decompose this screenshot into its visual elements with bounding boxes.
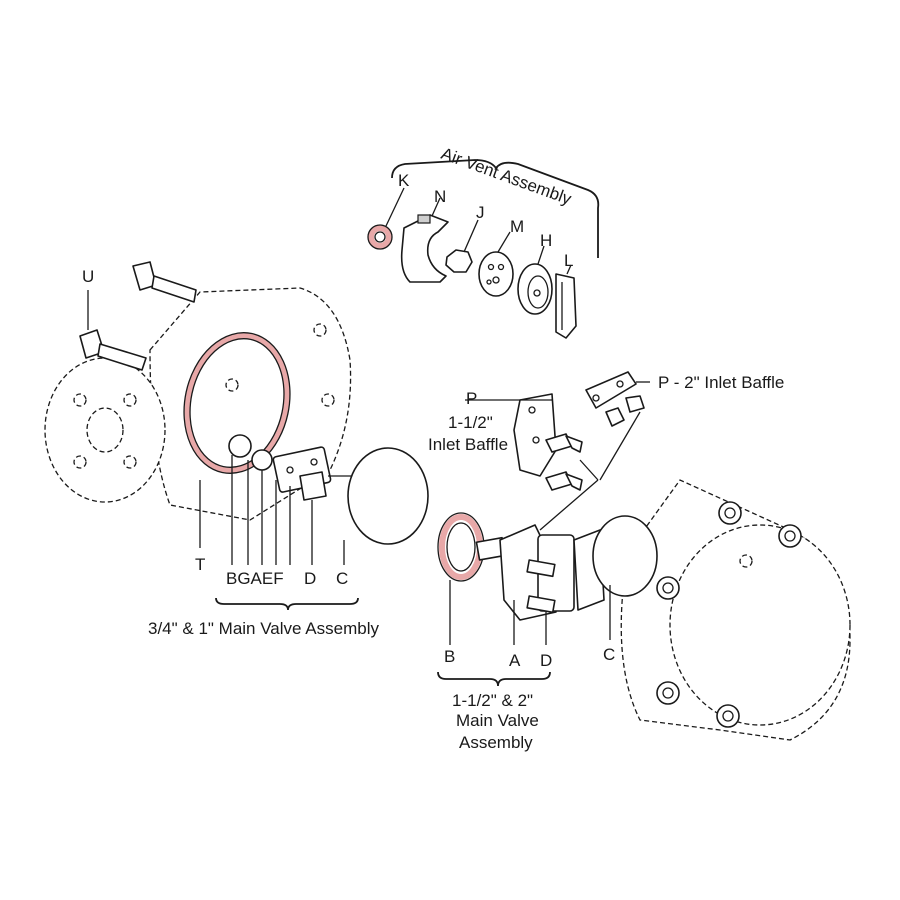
part-N-bracket xyxy=(400,214,449,283)
label-P-2in-inlet-baffle: P - 2" Inlet Baffle xyxy=(658,373,784,392)
right-trap-body xyxy=(620,479,851,741)
large-assembly-brace xyxy=(437,671,551,687)
part-T-gasket xyxy=(184,333,290,473)
air-vent-assembly-title: Air Vent Assembly xyxy=(439,144,575,209)
label-H: H xyxy=(540,231,552,250)
large-assembly-title-line2: Main Valve xyxy=(456,711,539,730)
small-main-valve-assembly xyxy=(215,434,429,611)
label-A-large: A xyxy=(509,651,521,670)
label-U: U xyxy=(82,267,94,286)
inlet-baffle-label-line2: Inlet Baffle xyxy=(428,435,508,454)
label-BGAEF: BGAEF xyxy=(226,569,284,588)
label-C-small: C xyxy=(336,569,348,588)
label-D-large: D xyxy=(540,651,552,670)
inlet-baffle-1-1-2 xyxy=(465,393,599,531)
part-B-gasket-large xyxy=(439,514,483,580)
part-C-float-small xyxy=(347,447,429,545)
label-C-large: C xyxy=(603,645,615,664)
label-D-small: D xyxy=(304,569,316,588)
air-vent-brace xyxy=(391,159,600,258)
label-N: N xyxy=(434,187,446,206)
part-L-element xyxy=(555,273,577,339)
label-J: J xyxy=(476,203,485,222)
inlet-baffle-2 xyxy=(585,371,650,481)
part-H-disc xyxy=(517,263,553,315)
large-assembly-title-line1: 1-1/2" & 2" xyxy=(452,691,533,710)
part-M-disc xyxy=(478,251,514,297)
large-assembly-title-line3: Assembly xyxy=(459,733,533,752)
part-U-bolts xyxy=(79,261,197,371)
label-T: T xyxy=(195,555,205,574)
label-P-left: P xyxy=(466,389,477,408)
small-assembly-title: 3/4" & 1" Main Valve Assembly xyxy=(148,619,379,638)
right-body-nuts xyxy=(656,501,802,728)
small-assembly-brace xyxy=(215,597,359,611)
part-J-nut xyxy=(445,249,473,273)
inlet-baffle-label-line1: 1-1/2" xyxy=(448,413,493,432)
air-vent-assembly xyxy=(367,159,600,339)
label-B-large: B xyxy=(444,647,455,666)
label-L: L xyxy=(564,251,573,270)
label-K: K xyxy=(398,171,410,190)
part-K-washer xyxy=(368,225,392,249)
part-C-float-large xyxy=(592,515,658,597)
left-trap-body xyxy=(44,287,352,548)
large-main-valve-assembly xyxy=(437,512,658,687)
label-M: M xyxy=(510,217,524,236)
